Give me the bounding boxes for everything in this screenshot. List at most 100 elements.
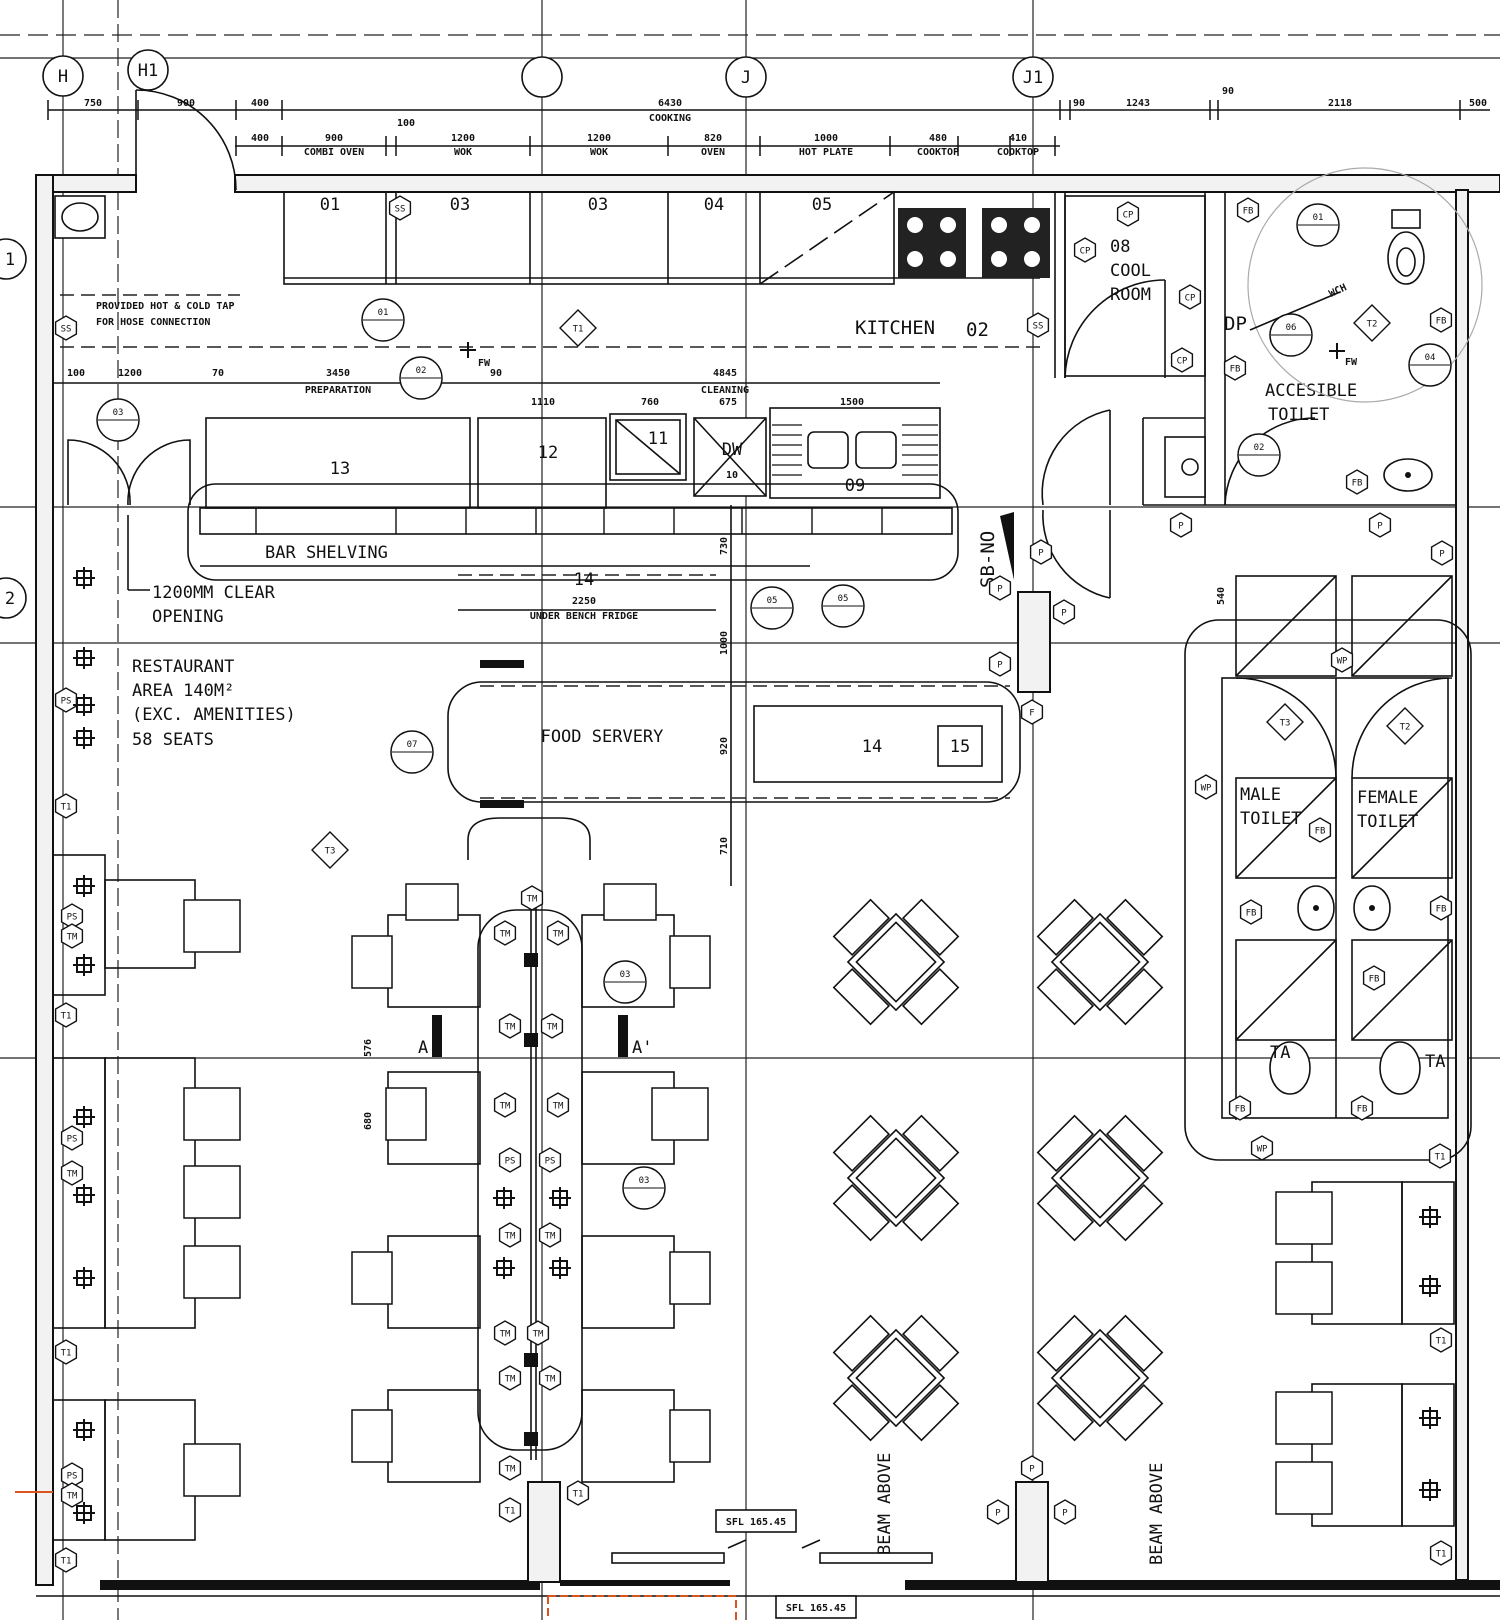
tag-t1-l3: T1: [54, 1339, 78, 1365]
dim-hot-plate: HOT PLATE: [799, 147, 853, 158]
equipment-12: 12: [538, 443, 558, 463]
equipment-03b: 03: [588, 195, 608, 215]
power-outlet-icon: [493, 1257, 515, 1279]
svg-text:07: 07: [407, 740, 418, 750]
left-booth-seating: [52, 854, 241, 1541]
tag-f-1: F: [1020, 699, 1044, 725]
grid-bubbles: H H1 J J1 1 2: [0, 49, 1054, 619]
fixture-02-accessible: 02: [1237, 433, 1281, 477]
dim-760: 760: [641, 397, 659, 408]
equipment-14a: 14: [574, 570, 594, 590]
tag-p-8: P: [986, 1499, 1010, 1525]
note-hot-cold-tap: PROVIDED HOT & COLD TAP: [96, 301, 234, 312]
dim-6430: 6430: [658, 98, 682, 109]
fixture-02-kitchen: 02: [399, 356, 443, 400]
vdim-540: 540: [1216, 587, 1227, 605]
svg-text:FB: FB: [1369, 975, 1380, 985]
tag-tm-c4: TM: [498, 1013, 522, 1039]
power-outlet-icon: [73, 1106, 95, 1128]
tag-t1-l1: T1: [54, 793, 78, 819]
tag-t2-accessible: T2: [1353, 304, 1391, 342]
dim-cooking: COOKING: [649, 113, 691, 124]
dim-1000: 1000: [814, 133, 838, 144]
dim-820: 820: [704, 133, 722, 144]
equipment-04: 04: [704, 195, 724, 215]
svg-text:PS: PS: [505, 1157, 516, 1167]
svg-text:P: P: [1178, 522, 1184, 532]
svg-text:03: 03: [639, 1176, 650, 1186]
svg-text:P: P: [1029, 1465, 1035, 1475]
svg-text:T1: T1: [505, 1507, 516, 1517]
svg-text:FB: FB: [1243, 207, 1254, 217]
restaurant-label4: 58 SEATS: [132, 730, 214, 750]
fixture-05b-servery: 05: [821, 584, 865, 628]
power-outlet-icon: [73, 1419, 95, 1441]
svg-text:T1: T1: [1436, 1550, 1447, 1560]
tag-t2-female: T2: [1386, 707, 1424, 745]
power-outlet-icon: [73, 727, 95, 749]
dim-90b: 90: [1222, 86, 1234, 97]
tag-fb-1: FB: [1236, 197, 1260, 223]
dim-750: 750: [84, 98, 102, 109]
fixture-03-kitchen: 03: [96, 398, 140, 442]
power-outlet-icon: [1419, 1479, 1441, 1501]
tag-p-6: P: [1052, 599, 1076, 625]
restaurant-label1: RESTAURANT: [132, 657, 234, 677]
diamond-table-6: [1036, 1314, 1164, 1442]
tag-p-5: P: [988, 575, 1012, 601]
svg-text:02: 02: [416, 366, 427, 376]
equipment-10: 10: [726, 470, 738, 481]
clear-opening-label1: 1200MM CLEAR: [152, 583, 276, 603]
beam-above-2: BEAM ABOVE: [1147, 1463, 1167, 1565]
tag-tm-l3: TM: [60, 1482, 84, 1508]
tag-fb-8: FB: [1362, 965, 1386, 991]
tag-tm-c9: TM: [538, 1222, 562, 1248]
dim-410: 410: [1009, 133, 1027, 144]
svg-text:CP: CP: [1185, 294, 1196, 304]
power-outlet-icon: [73, 1267, 95, 1289]
cool-room: 08 COOL ROOM: [1064, 237, 1166, 379]
fixture-01-accessible: 01: [1296, 203, 1340, 247]
restaurant-label3: (EXC. AMENITIES): [132, 705, 296, 725]
dim-oven: OVEN: [701, 147, 725, 158]
male-toilet-label2: TOILET: [1240, 809, 1301, 829]
tag-tm-c10: TM: [493, 1320, 517, 1346]
svg-text:FB: FB: [1235, 1105, 1246, 1115]
dim-wok2: WOK: [590, 147, 608, 158]
bar-shelving: BAR SHELVING 14 2250 UNDER BENCH FRIDGE: [187, 483, 959, 622]
fixture-03b-table: 03: [622, 1166, 666, 1210]
svg-text:PS: PS: [67, 1135, 78, 1145]
tag-cp-3: CP: [1178, 284, 1202, 310]
tag-t1-l4: T1: [54, 1547, 78, 1573]
power-outlet-icon: [549, 1257, 571, 1279]
svg-text:CP: CP: [1123, 211, 1134, 221]
svg-text:05: 05: [767, 596, 778, 606]
diamond-tables: [832, 898, 1164, 1442]
power-outlet-icon: [73, 875, 95, 897]
restaurant-area-label: RESTAURANT AREA 140M² (EXC. AMENITIES) 5…: [132, 657, 296, 750]
wch-label: WCH: [1328, 282, 1349, 300]
tag-fb-3: FB: [1223, 355, 1247, 381]
svg-text:SS: SS: [395, 205, 406, 215]
tag-tm-c14: TM: [498, 1455, 522, 1481]
walls: [35, 174, 1500, 1597]
svg-text:SS: SS: [61, 325, 72, 335]
svg-text:T2: T2: [1400, 723, 1411, 733]
dim-cooktop2: COOKTOP: [997, 147, 1039, 158]
svg-text:PS: PS: [67, 1472, 78, 1482]
tag-wp-3: WP: [1250, 1135, 1274, 1161]
equipment-dw: DW: [722, 440, 743, 460]
svg-text:P: P: [995, 1509, 1001, 1519]
tag-ss-1: SS: [54, 315, 78, 341]
tag-tm-c5: TM: [540, 1013, 564, 1039]
diamond-table-2: [1036, 898, 1164, 1026]
dim-1200a: 1200: [451, 133, 475, 144]
ta-label-1: TA: [1270, 1043, 1290, 1063]
diamond-table-3: [832, 1114, 960, 1242]
svg-text:TM: TM: [67, 1170, 78, 1180]
sb-no-marker: SB-NO: [977, 512, 1014, 588]
dim-1200c: 1200: [118, 368, 142, 379]
dim-900b: 900: [325, 133, 343, 144]
grid-label-j: J: [741, 68, 751, 88]
